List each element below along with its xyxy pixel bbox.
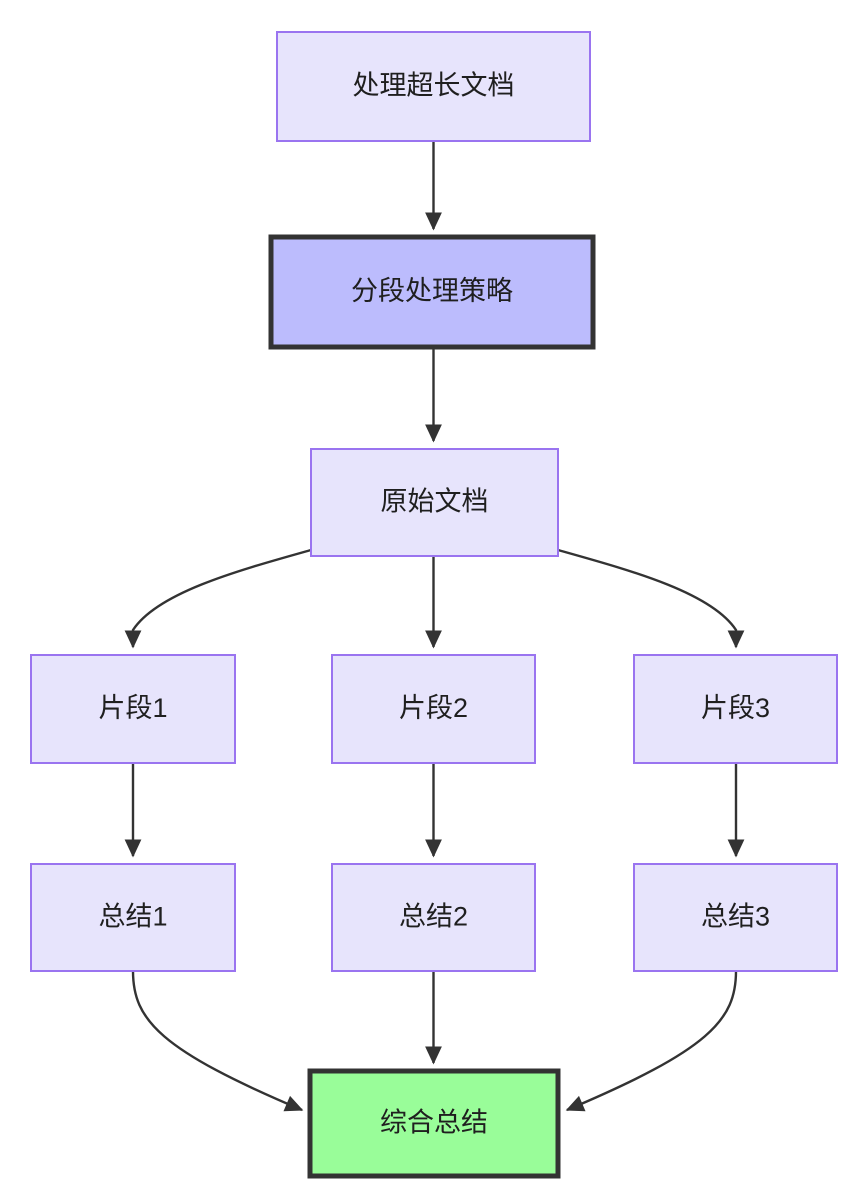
node-label: 总结1 <box>98 902 167 932</box>
node-n8-总结2[interactable]: 总结2 <box>331 863 536 972</box>
node-n1-处理超长文档[interactable]: 处理超长文档 <box>276 31 591 142</box>
node-box <box>310 448 559 557</box>
node-label: 处理超长文档 <box>353 71 515 101</box>
node-box <box>331 654 536 764</box>
node-label: 片段3 <box>701 693 770 723</box>
node-box <box>633 863 838 972</box>
node-n3-原始文档[interactable]: 原始文档 <box>310 448 559 557</box>
node-n7-总结1[interactable]: 总结1 <box>30 863 236 972</box>
node-box <box>307 1068 561 1179</box>
node-n5-片段2[interactable]: 片段2 <box>331 654 536 764</box>
node-label: 片段2 <box>399 693 468 723</box>
node-label: 综合总结 <box>380 1108 488 1138</box>
node-n2-分段处理策略[interactable]: 分段处理策略 <box>268 234 596 350</box>
node-label: 总结2 <box>399 902 468 932</box>
node-label: 片段1 <box>98 693 167 723</box>
node-n6-片段3[interactable]: 片段3 <box>633 654 838 764</box>
node-n9-总结3[interactable]: 总结3 <box>633 863 838 972</box>
node-label: 总结3 <box>701 902 770 932</box>
node-box <box>268 234 596 350</box>
node-box <box>30 863 236 972</box>
edge-n3-to-n6 <box>557 548 745 649</box>
node-label: 原始文档 <box>381 487 489 517</box>
edge-n3-to-n4 <box>124 548 312 649</box>
node-box <box>633 654 838 764</box>
node-n10-综合总结[interactable]: 综合总结 <box>307 1068 561 1179</box>
node-box <box>30 654 236 764</box>
edge-n9-to-n10 <box>565 970 738 1112</box>
node-box <box>276 31 591 142</box>
node-label: 分段处理策略 <box>351 276 513 306</box>
node-box <box>331 863 536 972</box>
edges-layer <box>124 141 745 1112</box>
node-n4-片段1[interactable]: 片段1 <box>30 654 236 764</box>
edge-n7-to-n10 <box>131 970 304 1112</box>
